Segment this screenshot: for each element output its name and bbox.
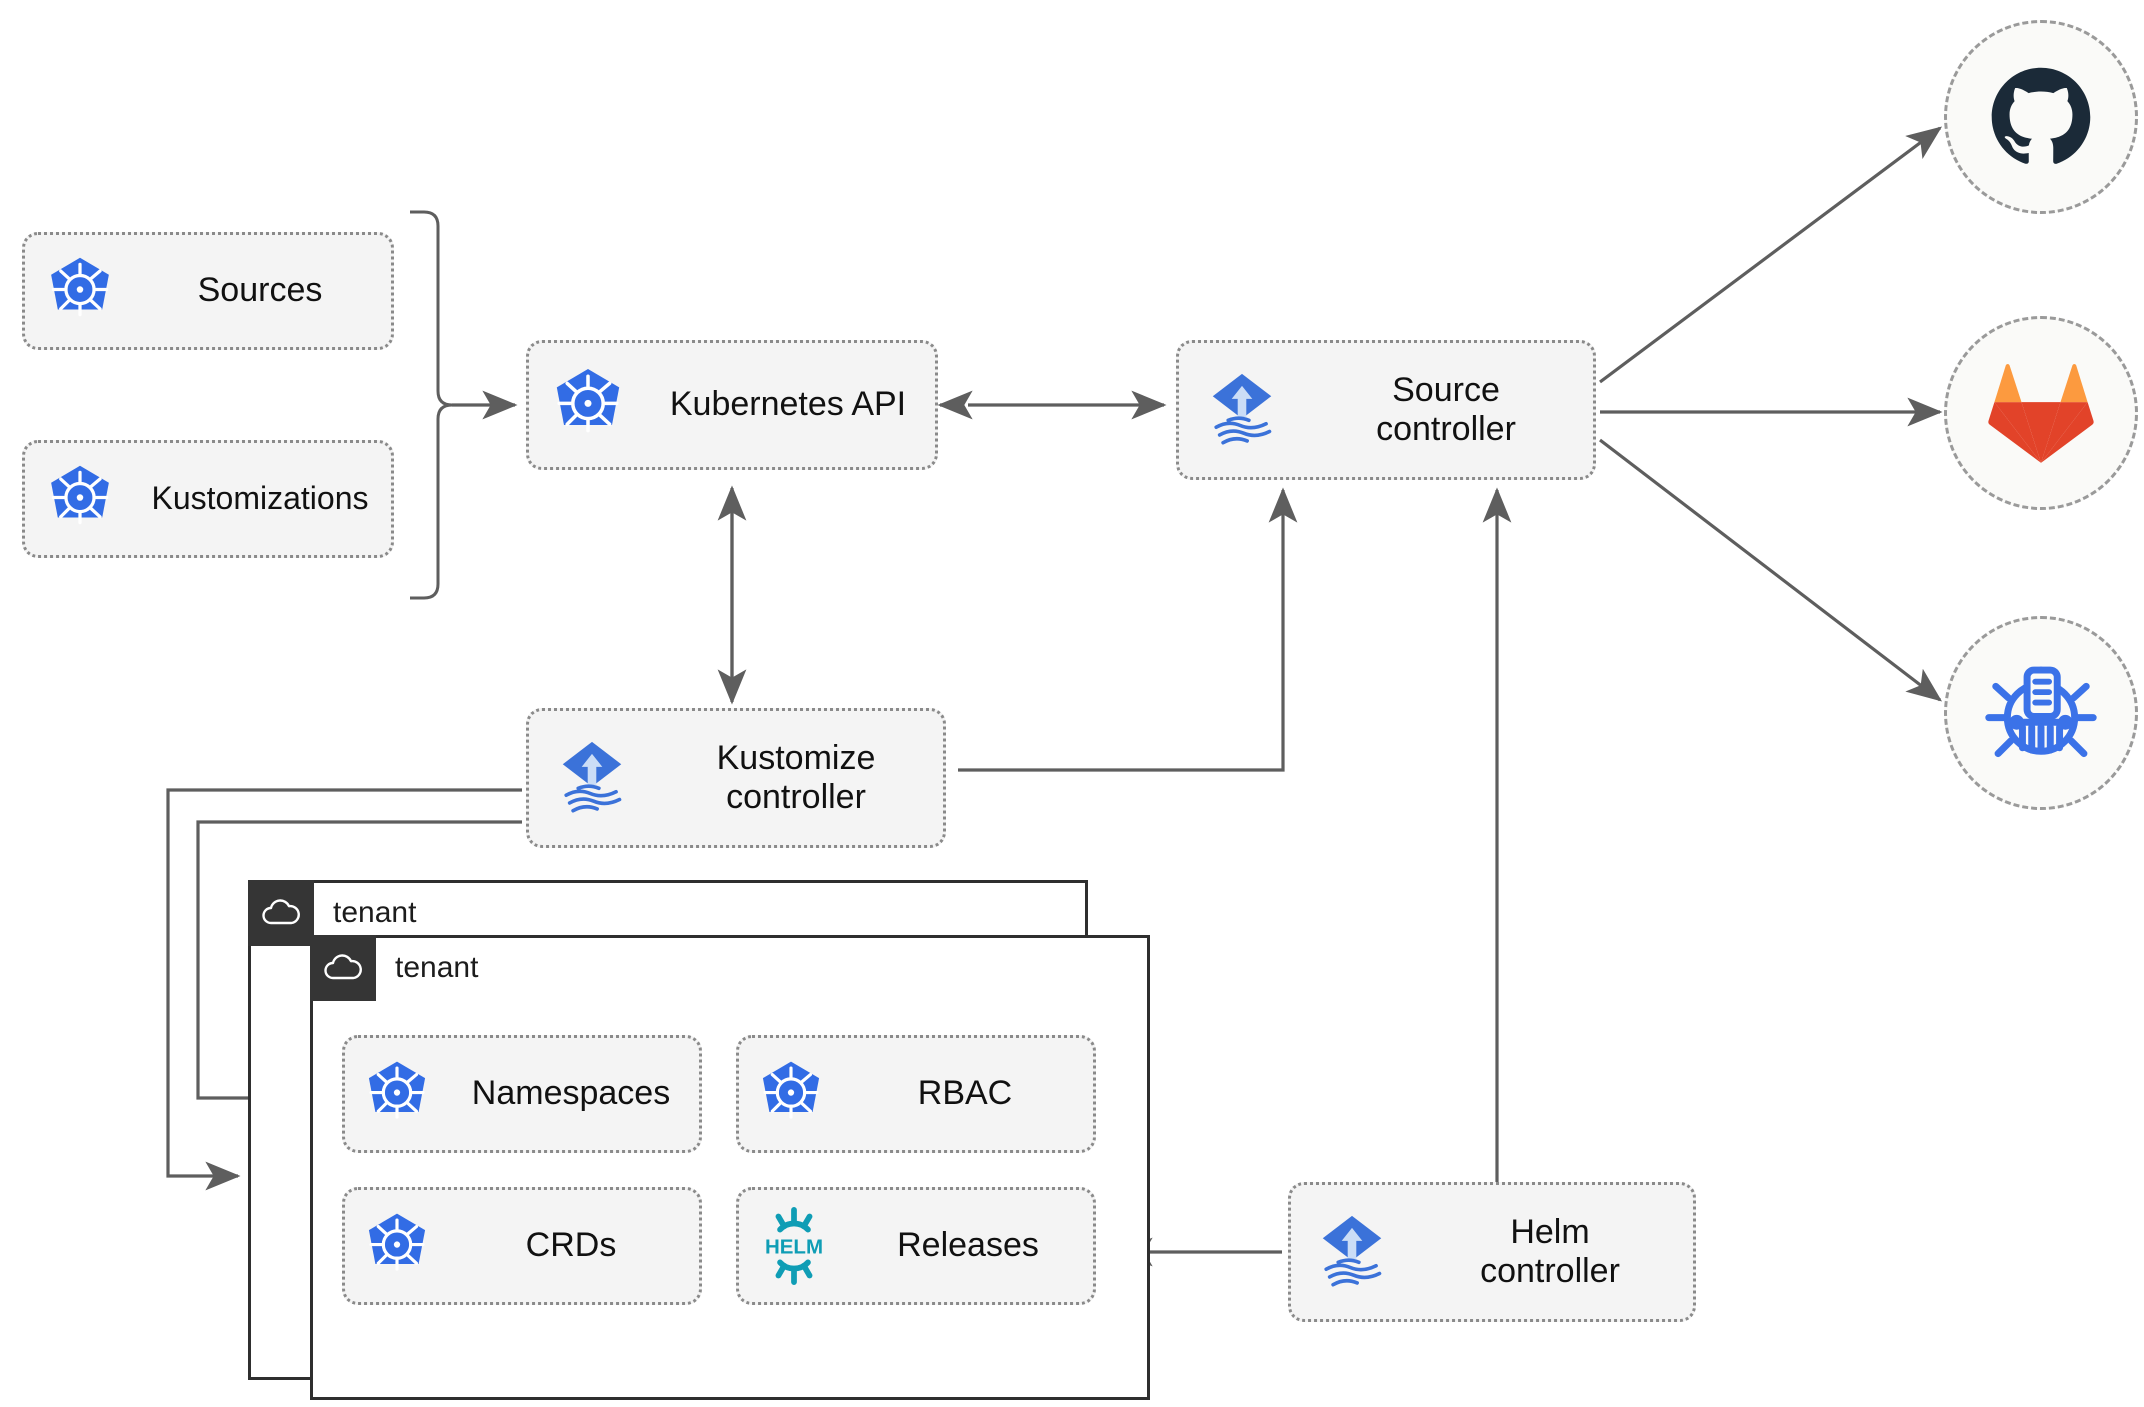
tenant-tab [310, 935, 376, 1001]
tenant-box-inner[interactable]: tenant [310, 935, 1150, 1400]
cloud-icon [324, 954, 362, 980]
kubernetes-icon [25, 462, 135, 536]
cloud-icon [262, 899, 300, 925]
node-label: Releases [897, 1226, 1039, 1265]
flux-icon [529, 735, 655, 821]
flux-icon [1179, 367, 1305, 453]
node-rbac[interactable]: RBAC [736, 1035, 1096, 1153]
provider-github[interactable] [1944, 20, 2138, 214]
tenant-tab [248, 880, 314, 946]
node-kubernetes-api[interactable]: Kubernetes API [526, 340, 938, 470]
node-crds[interactable]: CRDs [342, 1187, 702, 1305]
kubernetes-icon [345, 1058, 449, 1130]
node-helm-controller[interactable]: Helm controller [1288, 1182, 1696, 1322]
node-label: Kustomize controller [716, 738, 876, 816]
node-label: Helm controller [1480, 1212, 1620, 1290]
provider-gitlab[interactable] [1944, 316, 2138, 510]
oci-registry-icon [1985, 666, 2097, 758]
node-label: Kustomizations [151, 480, 369, 517]
node-label: CRDs [525, 1226, 617, 1265]
helm-icon: HELM [739, 1205, 849, 1287]
kubernetes-icon [345, 1210, 449, 1282]
edge-source-to-github [1599, 126, 1943, 384]
node-releases[interactable]: HELM Releases [736, 1187, 1096, 1305]
tenant-label: tenant [333, 896, 417, 929]
node-label: Sources [197, 271, 323, 310]
kubernetes-icon [25, 254, 135, 328]
node-label: Source controller [1376, 370, 1516, 448]
node-source-controller[interactable]: Source controller [1176, 340, 1596, 480]
node-label: Kubernetes API [669, 385, 907, 424]
provider-oci-registry[interactable] [1944, 616, 2138, 810]
flux-icon [1291, 1209, 1413, 1295]
tenant-label: tenant [395, 951, 479, 984]
gitlab-icon [1988, 363, 2094, 463]
kubernetes-icon [739, 1058, 843, 1130]
node-sources[interactable]: Sources [22, 232, 394, 350]
node-label: Namespaces [471, 1074, 671, 1113]
edge-brace [410, 210, 453, 600]
node-namespaces[interactable]: Namespaces [342, 1035, 702, 1153]
node-kustomize-controller[interactable]: Kustomize controller [526, 708, 946, 848]
edge-source-to-oci [1599, 438, 1943, 702]
svg-text:HELM: HELM [765, 1235, 823, 1258]
github-icon [1991, 67, 2091, 164]
kubernetes-icon [529, 365, 647, 445]
node-label: RBAC [917, 1074, 1013, 1113]
edge-kustomize-to-source [958, 487, 1298, 772]
node-kustomizations[interactable]: Kustomizations [22, 440, 394, 558]
